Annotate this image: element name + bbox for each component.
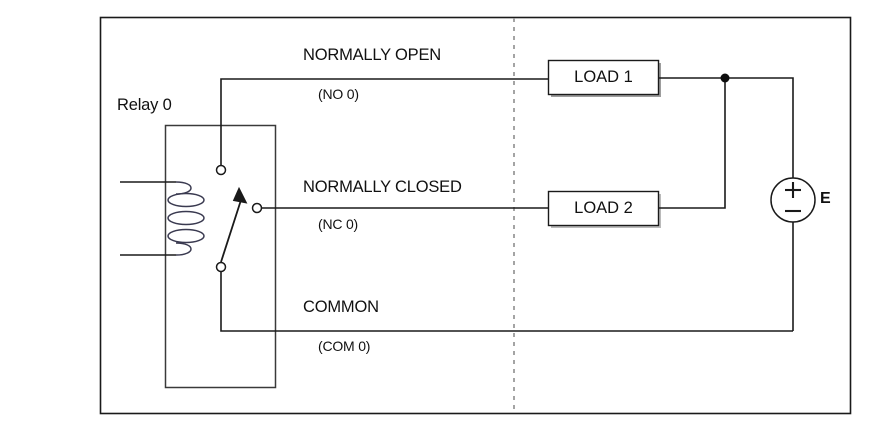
contact-terminal-com bbox=[215, 261, 227, 273]
switch-arm bbox=[220, 186, 248, 263]
load2-box bbox=[547, 190, 660, 227]
contact-label-no: NORMALLY OPEN bbox=[303, 46, 441, 64]
contact-sublabel-no: (NO 0) bbox=[318, 86, 359, 102]
load1-box bbox=[547, 59, 660, 96]
wire-no-branch bbox=[220, 78, 548, 165]
voltage-source-circle bbox=[770, 177, 816, 223]
relay-title-label: Relay 0 bbox=[117, 96, 172, 114]
voltage-source-label: E bbox=[820, 190, 831, 207]
wire-load1-to-source bbox=[658, 77, 794, 178]
contact-sublabel-com: (COM 0) bbox=[318, 338, 371, 354]
junction-dot bbox=[720, 73, 730, 83]
load2-label: LOAD 2 bbox=[574, 199, 633, 217]
plus-icon bbox=[785, 182, 801, 198]
relay-coil bbox=[167, 181, 205, 256]
wire-load2-to-junction bbox=[658, 78, 726, 209]
contact-label-com: COMMON bbox=[303, 298, 379, 316]
contact-terminal-nc bbox=[251, 202, 263, 214]
wire-com-branch bbox=[220, 272, 793, 332]
load1-label: LOAD 1 bbox=[574, 68, 633, 86]
contact-label-nc: NORMALLY CLOSED bbox=[303, 178, 462, 196]
outer-frame bbox=[99, 16, 852, 415]
contact-terminal-no bbox=[215, 164, 227, 176]
contact-sublabel-nc: (NC 0) bbox=[318, 216, 359, 232]
